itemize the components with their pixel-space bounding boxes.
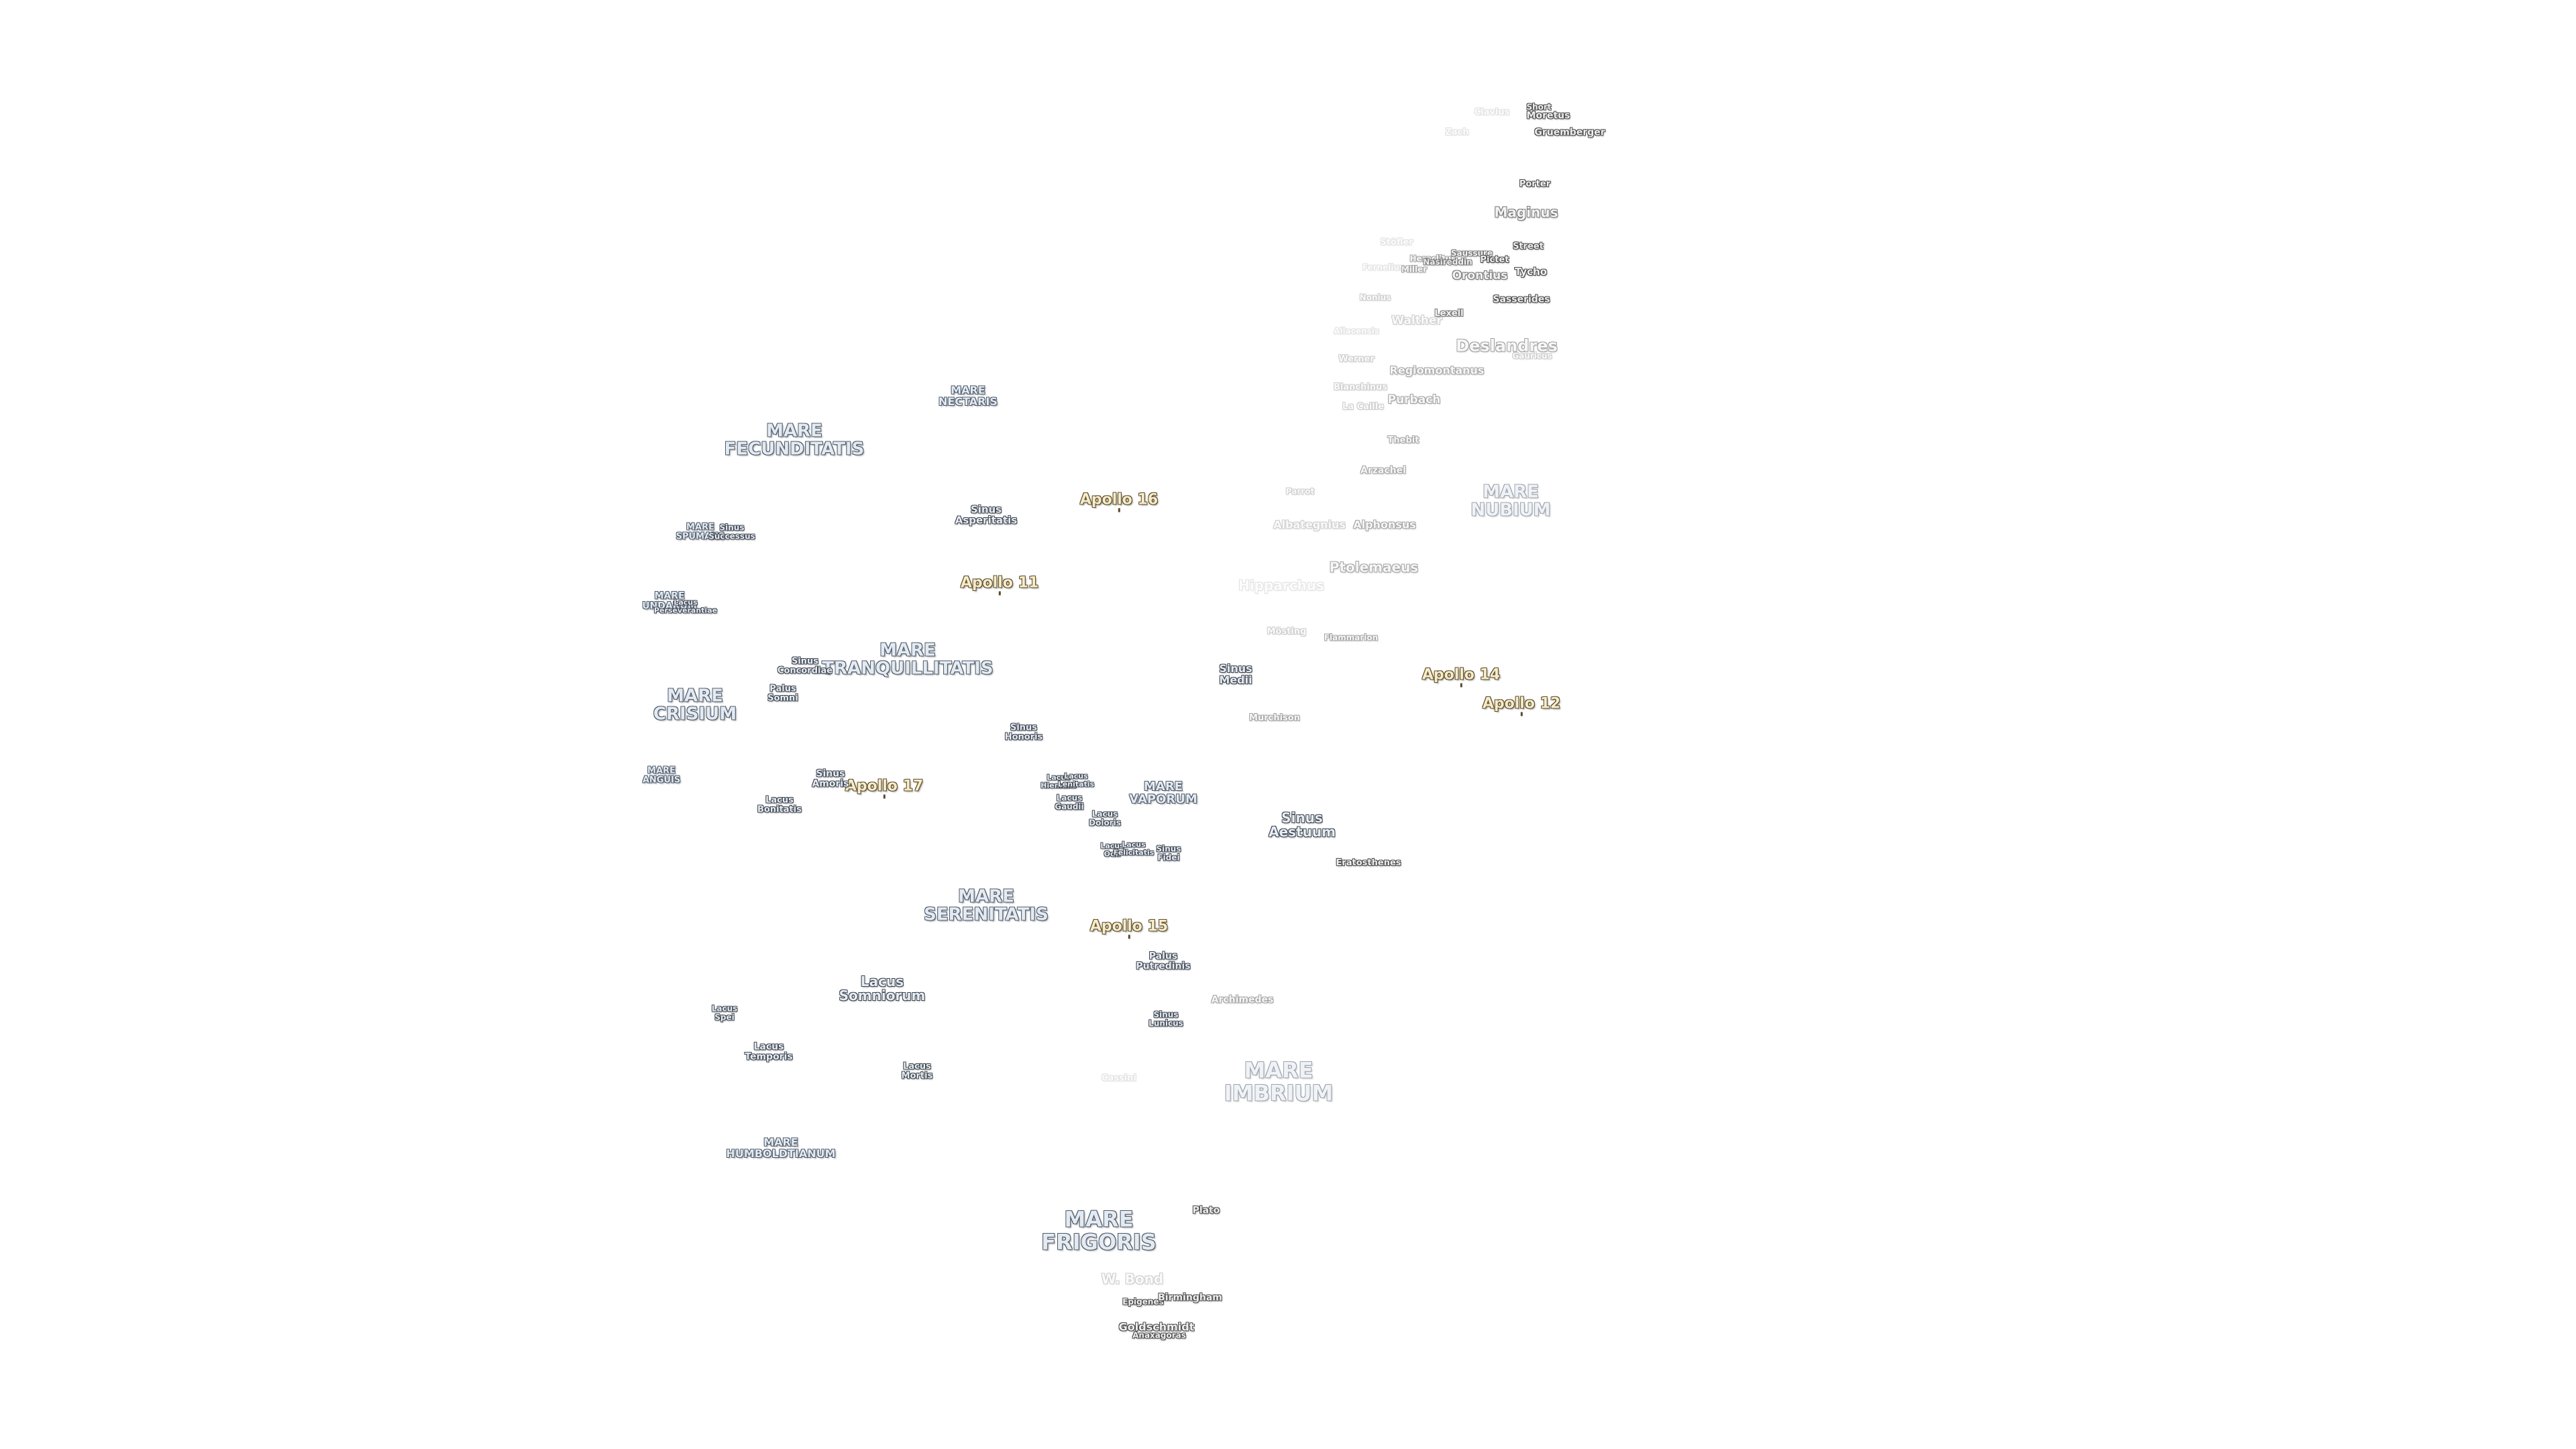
crater-blanchinus-label: Blanchinus xyxy=(1333,382,1388,393)
lacus-spei-label: Lacus Spei xyxy=(711,1004,738,1022)
crater-gruemberger-label: Gruemberger xyxy=(1534,127,1605,138)
crater-hipparchus-label: Hipparchus xyxy=(1238,577,1324,594)
crater-gauricus-label: Gauricus xyxy=(1512,351,1552,361)
mare-nectaris-label: MARE NECTARIS xyxy=(938,384,998,408)
crater-nasireddin-label: Nasireddin xyxy=(1423,257,1472,267)
crater-arzachel-label: Arzachel xyxy=(1360,465,1406,476)
crater-birmingham-label: Birmingham xyxy=(1158,1292,1222,1303)
sinus-medii-label: Sinus Medii xyxy=(1219,662,1252,686)
crater-deslandres-label: Deslandres xyxy=(1456,336,1558,356)
crater-moretus-label: Moretus xyxy=(1526,110,1570,121)
crater-mosting-label: Mösting xyxy=(1267,627,1307,637)
crater-sasserides-label: Sasserides xyxy=(1493,294,1550,305)
crater-street-label: Street xyxy=(1513,241,1544,252)
crater-nonius-label: Nonius xyxy=(1359,292,1391,303)
apollo-15-label[interactable]: Apollo 15 xyxy=(1089,918,1169,939)
crater-ptolemaeus-label: Ptolemaeus xyxy=(1329,559,1419,576)
crater-eratosthenes-label: Eratosthenes xyxy=(1336,858,1401,869)
sinus-asperitatis-label: Sinus Asperitatis xyxy=(955,503,1018,526)
crater-clavius-label: Clavius xyxy=(1474,107,1510,118)
crater-albategnius-label: Albategnius xyxy=(1273,518,1346,531)
lacus-temporis-label: Lacus Temporis xyxy=(745,1041,793,1062)
apollo-12-label[interactable]: Apollo 12 xyxy=(1482,695,1561,716)
sinus-concordiae-label: Sinus Concordiae xyxy=(777,656,833,676)
lacus-felicitatis-label: Lacus Felicitatis xyxy=(1113,840,1155,857)
mare-imbrium-label: MARE IMBRIUM xyxy=(1224,1057,1334,1106)
lacus-lenitatis-label: Lacus Lenitatis xyxy=(1057,771,1095,788)
sinus-amoris-label: Sinus Amoris xyxy=(812,768,849,789)
crater-archimedes-label: Archimedes xyxy=(1211,994,1274,1006)
apollo-14-label[interactable]: Apollo 14 xyxy=(1421,666,1501,688)
lacus-gaudii-label: Lacus Gaudii xyxy=(1055,793,1084,811)
crater-short-label: Short xyxy=(1526,102,1552,112)
mare-spumans-label: MARE SPUMANS xyxy=(676,522,725,541)
sinus-honoris-label: Sinus Honoris xyxy=(1004,722,1043,742)
crater-flammarion-label: Flammarion xyxy=(1324,633,1379,643)
crater-saussure-label: Saussure xyxy=(1450,248,1493,258)
lacus-mortis-label: Lacus Mortis xyxy=(901,1061,933,1081)
palus-somni-label: Palus Somni xyxy=(767,684,798,703)
crater-regiomontanus-label: Regiomontanus xyxy=(1389,364,1485,377)
apollo-11-label[interactable]: Apollo 11 xyxy=(960,574,1039,596)
apollo-17-label[interactable]: Apollo 17 xyxy=(845,777,924,799)
crater-miller-label: Miller xyxy=(1401,264,1428,274)
crater-parrot-label: Parrot xyxy=(1285,486,1315,496)
crater-wbond-label: W. Bond xyxy=(1101,1271,1164,1287)
lacus-hiemalis-label: Lacus Hiemalis xyxy=(1040,773,1077,790)
crater-goldschmidt-label: Goldschmidt xyxy=(1118,1320,1195,1334)
crater-heraclitus-label: Heraclitus xyxy=(1409,254,1456,264)
lacus-doloris-label: Lacus Doloris xyxy=(1089,809,1121,827)
crater-anaxagoras-label: Anaxagoras xyxy=(1132,1330,1186,1340)
mare-nubium-label: MARE NUBIUM xyxy=(1470,482,1551,521)
mare-serenitatis-label: MARE SERENITATIS xyxy=(924,886,1049,925)
mare-undarum-label: MARE UNDARUM xyxy=(642,590,697,611)
crater-porter-label: Porter xyxy=(1519,179,1551,190)
crater-werner-label: Werner xyxy=(1338,354,1375,365)
mare-frigoris-label: MARE FRIGORIS xyxy=(1041,1206,1157,1254)
crater-epigenes-label: Epigenes xyxy=(1122,1297,1164,1307)
crater-thebit-label: Thebit xyxy=(1387,435,1419,446)
crater-walther-label: Walther xyxy=(1391,314,1442,328)
lacus-bonitatis-label: Lacus Bonitatis xyxy=(757,795,802,814)
lacus-perseverantiae-label: Lacus Perseverantiae xyxy=(653,598,718,614)
sinus-successus-label: Sinus Successus xyxy=(708,523,755,541)
crater-lexell-label: Lexell xyxy=(1434,309,1464,319)
mare-tranquillitatis-label: MARE TRANQUILLITATIS xyxy=(822,640,994,679)
mare-vaporum-label: MARE VAPORUM xyxy=(1129,780,1197,806)
mare-crisium-label: MARE CRISIUM xyxy=(653,686,737,724)
palus-putredinis-label: Palus Putredinis xyxy=(1136,951,1191,971)
crater-plato-label: Plato xyxy=(1192,1205,1220,1216)
sinus-fidei-label: Sinus Fidei xyxy=(1156,844,1181,862)
crater-zach-label: Zach xyxy=(1445,127,1469,138)
mare-fecunditatis-label: MARE FECUNDITATIS xyxy=(724,421,865,460)
crater-orontius-label: Orontius xyxy=(1452,269,1508,283)
crater-murchison-label: Murchison xyxy=(1249,713,1300,724)
crater-stofler-label: Stöfler xyxy=(1380,237,1413,248)
crater-maginus-label: Maginus xyxy=(1494,204,1558,221)
crater-aliacensis-label: Aliacensis xyxy=(1334,326,1379,336)
crater-cassini-label: Cassini xyxy=(1102,1073,1136,1084)
sinus-lunicus-label: Sinus Lunicus xyxy=(1148,1010,1183,1028)
crater-pictet-label: Pictet xyxy=(1480,255,1509,266)
crater-purbach-label: Purbach xyxy=(1387,393,1441,407)
sinus-aestuum-label: Sinus Aestuum xyxy=(1269,810,1336,840)
crater-tycho-label: Tycho xyxy=(1514,266,1548,278)
crater-lacaille-label: La Caille xyxy=(1342,402,1385,413)
lacus-odii-label: Lacus Odii xyxy=(1100,841,1124,858)
crater-alphonsus-label: Alphonsus xyxy=(1353,518,1416,531)
mare-anguis-label: MARE ANGUIS xyxy=(642,765,681,785)
crater-fernelius-label: Fernelius xyxy=(1362,262,1405,272)
lacus-somniorum-label: Lacus Somniorum xyxy=(839,973,926,1004)
mare-humboldtianum-label: MARE HUMBOLDTIANUM xyxy=(726,1136,836,1160)
apollo-16-label[interactable]: Apollo 16 xyxy=(1079,491,1159,513)
